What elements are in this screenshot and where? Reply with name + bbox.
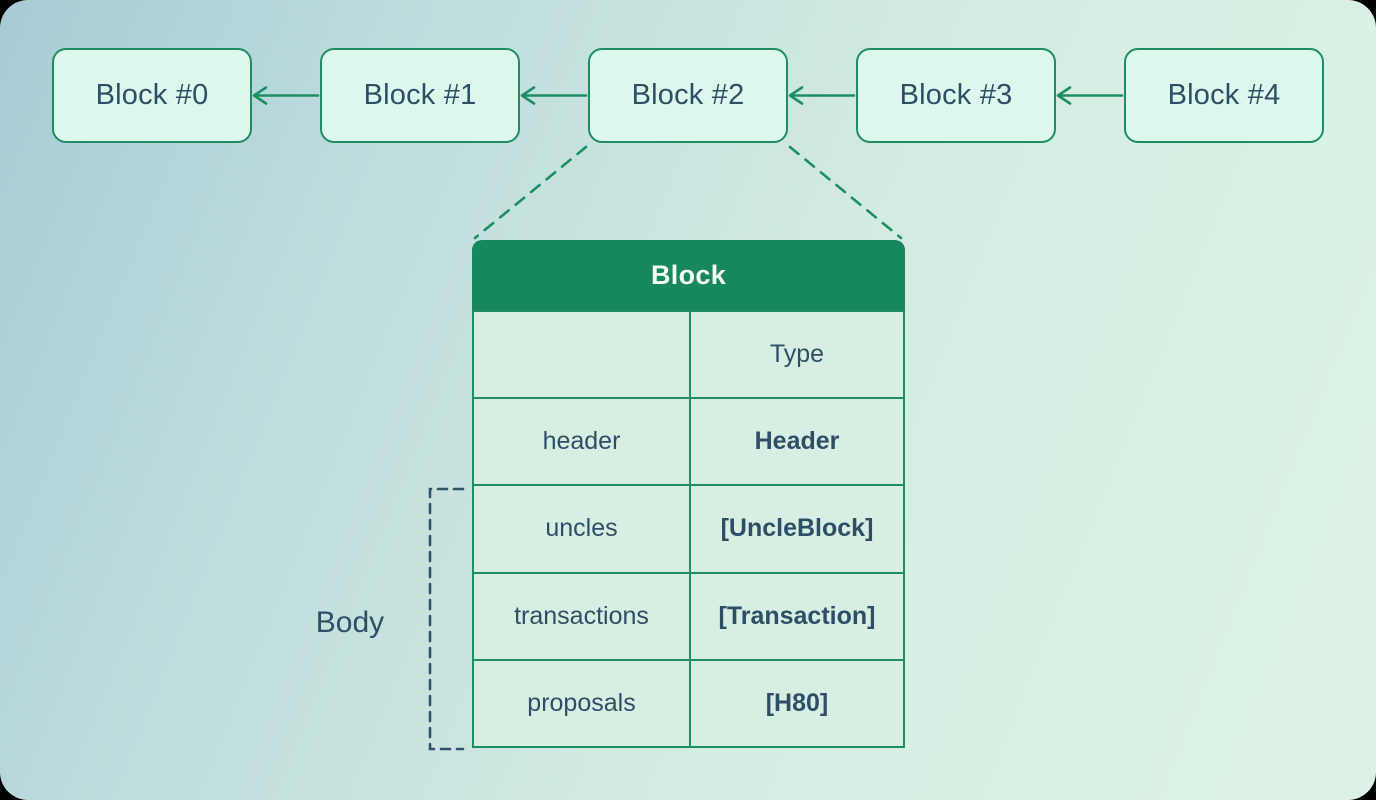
chain-block-2-label: Block #2	[631, 79, 745, 111]
table-header-field-cell	[473, 311, 690, 399]
chain-block-2: Block #2	[588, 48, 788, 143]
expand-connector-right	[788, 145, 903, 240]
block-detail-table: Block Type header Header uncles [UncleBl…	[472, 240, 905, 748]
table-grid: Type header Header uncles [UncleBlock] t…	[472, 310, 905, 748]
row-transactions-field: transactions	[473, 572, 690, 660]
row-proposals-type: [H80]	[690, 659, 904, 747]
body-bracket	[428, 487, 465, 751]
arrow-block1-to-block0-icon	[252, 86, 320, 105]
arrow-block2-to-block1-icon	[520, 86, 588, 105]
chain-block-1: Block #1	[320, 48, 520, 143]
chain-block-3: Block #3	[856, 48, 1056, 143]
chain-block-0: Block #0	[52, 48, 252, 143]
arrow-block3-to-block2-icon	[788, 86, 856, 105]
row-header-type: Header	[690, 398, 904, 486]
row-proposals-field: proposals	[473, 659, 690, 747]
row-transactions-type: [Transaction]	[690, 572, 904, 660]
chain-block-4: Block #4	[1124, 48, 1324, 143]
row-uncles-field: uncles	[473, 485, 690, 573]
row-uncles-type: [UncleBlock]	[690, 485, 904, 573]
chain-block-4-label: Block #4	[1167, 79, 1281, 111]
chain-block-3-label: Block #3	[899, 79, 1013, 111]
chain-block-0-label: Block #0	[95, 79, 209, 111]
arrow-block4-to-block3-icon	[1056, 86, 1124, 105]
chain-block-1-label: Block #1	[363, 79, 477, 111]
row-header-field: header	[473, 398, 690, 486]
table-title: Block	[472, 240, 905, 310]
body-annotation-label: Body	[315, 606, 385, 639]
expand-connector-left	[473, 145, 588, 240]
table-header-type-cell: Type	[690, 311, 904, 399]
